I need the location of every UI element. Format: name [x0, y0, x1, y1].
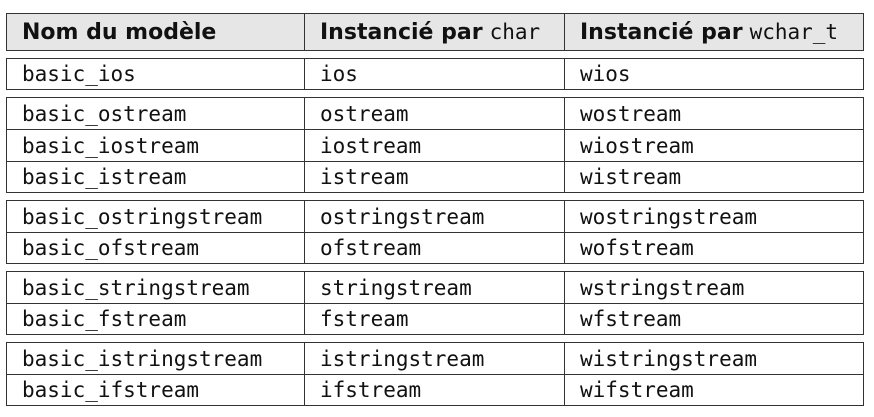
group-gap — [6, 90, 864, 97]
template-name-cell: basic_ifstream — [22, 378, 200, 402]
wchar-type-cell: wostream — [564, 98, 865, 129]
char-type-cell: ostream — [304, 98, 564, 129]
template-name-cell: basic_ios — [22, 62, 136, 86]
header-wchar-label: Instancié par — [580, 19, 743, 45]
char-type-cell: ios — [304, 59, 564, 89]
template-name-cell: basic_istream — [22, 165, 187, 189]
table-row: basic_istringstream istringstream wistri… — [6, 342, 864, 374]
char-type-cell: stringstream — [304, 272, 564, 303]
template-name-cell: basic_iostream — [22, 133, 200, 158]
char-type-cell: iostream — [304, 130, 564, 161]
table-row: basic_ostringstream ostringstream wostri… — [6, 200, 864, 232]
wchar-type-cell: wfstream — [564, 304, 865, 334]
group-gap — [6, 51, 864, 58]
table-row: basic_ofstream ofstream wofstream — [6, 232, 864, 264]
char-type-cell: istringstream — [304, 343, 564, 374]
wchar-type-cell: wifstream — [564, 375, 865, 405]
group-gap — [6, 335, 864, 342]
header-template-name-label: Nom du modèle — [22, 19, 217, 45]
table-row: basic_fstream fstream wfstream — [6, 303, 864, 335]
header-wchar-code: wchar_t — [749, 20, 839, 44]
wchar-type-cell: wofstream — [564, 233, 865, 263]
char-type-cell: ofstream — [304, 233, 564, 263]
char-type-cell: ostringstream — [304, 201, 564, 232]
char-type-cell: ifstream — [304, 375, 564, 405]
template-name-cell: basic_ostream — [22, 101, 187, 126]
wchar-type-cell: wostringstream — [564, 201, 865, 232]
table-row: basic_ios ios wios — [6, 58, 864, 90]
template-name-cell: basic_ostringstream — [22, 204, 263, 229]
table-row: basic_ostream ostream wostream — [6, 97, 864, 129]
char-type-cell: fstream — [304, 304, 564, 334]
table-row: basic_ifstream ifstream wifstream — [6, 374, 864, 406]
template-name-cell: basic_istringstream — [22, 346, 263, 371]
wchar-type-cell: wios — [564, 59, 865, 89]
table-row: basic_iostream iostream wiostream — [6, 129, 864, 161]
wchar-type-cell: wiostream — [564, 130, 865, 161]
group-gap — [6, 193, 864, 200]
header-template-name: Nom du modèle — [7, 14, 304, 50]
wchar-type-cell: wistream — [564, 162, 865, 192]
table-row: basic_istream istream wistream — [6, 161, 864, 193]
wchar-type-cell: wstringstream — [564, 272, 865, 303]
table-row: basic_stringstream stringstream wstrings… — [6, 271, 864, 303]
template-name-cell: basic_fstream — [22, 307, 187, 331]
char-type-cell: istream — [304, 162, 564, 192]
header-char-code: char — [489, 20, 541, 44]
group-gap — [6, 264, 864, 271]
template-name-cell: basic_stringstream — [22, 275, 250, 300]
header-char-label: Instancié par — [320, 19, 483, 45]
wchar-type-cell: wistringstream — [564, 343, 865, 374]
template-name-cell: basic_ofstream — [22, 236, 200, 260]
